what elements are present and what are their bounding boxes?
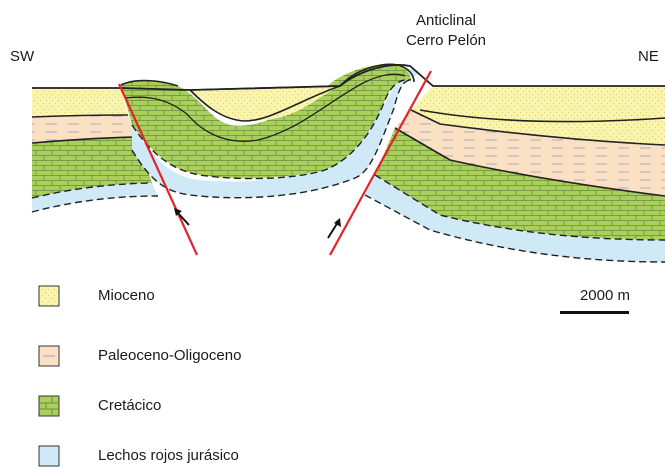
jurasico-swatch <box>38 445 60 467</box>
cross-section-diagram <box>0 0 665 285</box>
legend-item-jurasico: Lechos rojos jurásico <box>38 445 338 467</box>
sw-mioceno-layer <box>32 88 128 117</box>
paleoceno-swatch <box>38 345 60 367</box>
mioceno-swatch <box>38 285 60 307</box>
legend-label-paleoceno: Paleoceno-Oligoceno <box>98 347 241 365</box>
legend-item-paleoceno: Paleoceno-Oligoceno <box>38 345 338 367</box>
legend-label-mioceno: Mioceno <box>98 287 155 305</box>
scale-bar: 2000 m <box>560 287 630 317</box>
scale-bar-line <box>560 311 629 314</box>
scale-bar-label: 2000 m <box>580 287 630 304</box>
sw-label: SW <box>10 48 34 65</box>
legend-item-mioceno: Mioceno <box>38 285 338 307</box>
ne-block <box>365 86 665 262</box>
anticline-label-line2: Cerro Pelón <box>406 32 486 49</box>
anticline-label-line1: Anticlinal <box>416 12 476 29</box>
cretacico-swatch <box>38 395 60 417</box>
ne-label: NE <box>638 48 659 65</box>
legend-item-cretacico: Cretácico <box>38 395 338 417</box>
legend-label-cretacico: Cretácico <box>98 397 161 415</box>
legend-label-jurasico: Lechos rojos jurásico <box>98 447 239 465</box>
east-fault-arrow <box>328 218 341 238</box>
